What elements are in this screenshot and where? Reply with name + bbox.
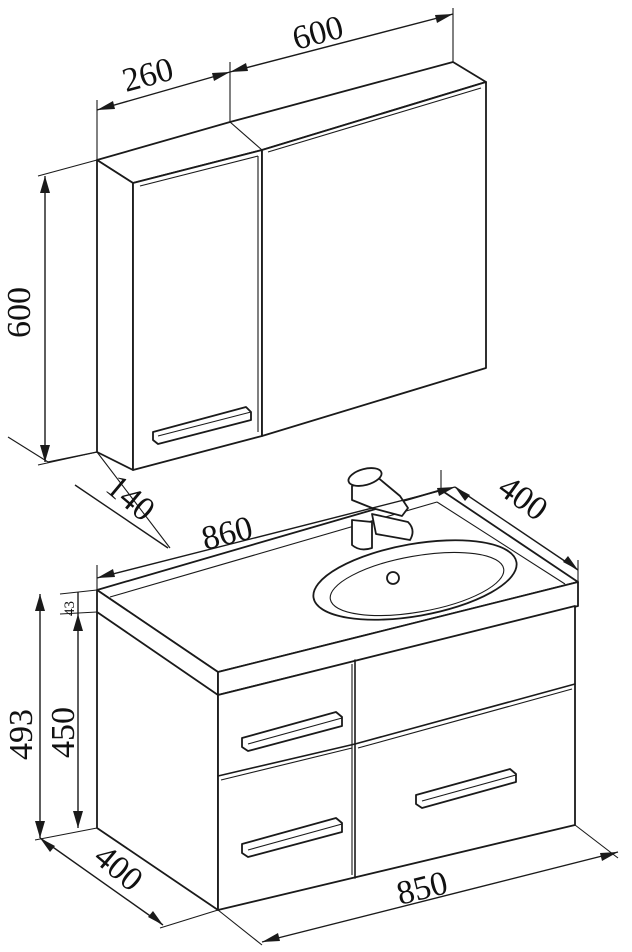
countertop-edge-front	[217, 581, 579, 696]
mirror-cabinet	[96, 61, 487, 471]
faucet	[347, 467, 414, 551]
dim-label-140: 140	[99, 468, 162, 529]
dim-label-43: 43	[62, 601, 78, 616]
mirror-front	[261, 81, 487, 437]
mirror-cabinet-side	[96, 159, 134, 471]
dim-label-400-top: 400	[491, 469, 554, 529]
dimension-lines	[7, 8, 619, 946]
dim-label-600-height: 600	[1, 287, 38, 338]
mirror-door-handle	[152, 406, 252, 445]
vanity-unit	[96, 467, 579, 911]
dim-label-600-top: 600	[288, 9, 347, 58]
dim-label-493: 493	[3, 709, 40, 760]
dim-label-850: 850	[393, 865, 451, 913]
dim-label-260: 260	[118, 51, 177, 100]
dim-label-450: 450	[45, 707, 82, 758]
sink-drain	[386, 571, 400, 585]
